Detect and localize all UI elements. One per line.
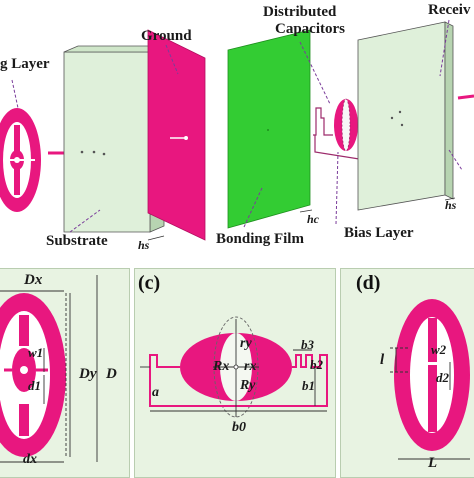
distributed-label: Distributed [263,4,337,20]
ground-plane [147,29,206,241]
dy-label: Dy [79,366,97,382]
receiving-label: Receiv [428,2,471,18]
thickness-marks [147,197,456,241]
d-label: D [106,366,117,382]
substrate-label: Substrate [46,233,108,249]
w2-label: w2 [431,342,447,357]
d1-label: d1 [28,378,41,393]
dx-bottom-label: dx [23,452,37,467]
via-right [457,94,474,100]
leader-lines [11,19,463,233]
panel-c-label: (c) [138,272,161,294]
w1-label: w1 [28,345,44,360]
d2-label: d2 [436,370,449,385]
b2-label: b2 [310,357,323,372]
b0-label: b0 [232,420,246,435]
ry-label: ry [240,336,252,351]
a-label: a [152,385,159,400]
hs-right-label: hs [445,198,457,212]
capacitors-label: Capacitors [275,21,345,37]
ground-label: Ground [141,28,192,44]
big-l-label: L [428,455,438,471]
ry-big-label: Ry [240,378,256,393]
rx-big-label: Rx [213,359,230,374]
exploded-view [0,19,474,241]
bias-layer-label: Bias Layer [344,225,414,241]
bonding-film [227,29,311,229]
panel-c [134,268,336,478]
ground-via-hole [184,136,188,140]
dx-label: Dx [24,272,43,288]
panel-d [340,268,474,478]
b3-label: b3 [301,337,314,352]
l-label: l [380,352,385,368]
receiving-layer-label: g Layer [0,56,50,72]
receiving-layer-ring [0,108,41,212]
hs-left-label: hs [138,238,150,252]
hc-label: hc [307,212,319,226]
panel-d-label: (d) [356,272,381,294]
receiving-substrate-right [357,21,454,211]
rx-small-label: rx [244,359,257,374]
bonding-film-label: Bonding Film [216,231,304,247]
b1-label: b1 [302,378,315,393]
